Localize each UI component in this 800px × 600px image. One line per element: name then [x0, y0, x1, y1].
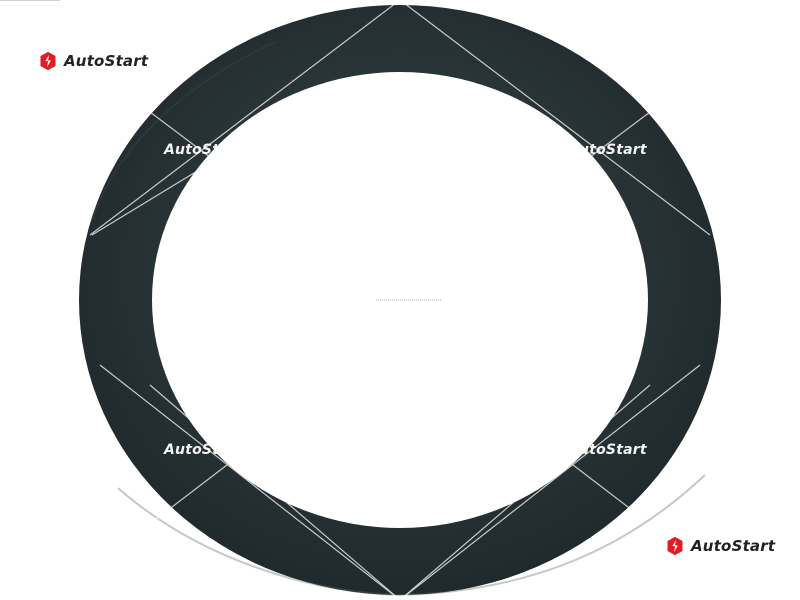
top-left-marker	[0, 0, 60, 6]
logo-text: AutoStart	[691, 536, 776, 555]
watermark-text: AutoStart	[568, 442, 647, 458]
watermark-text: AutoStart	[568, 142, 647, 158]
watermark-text: AutoStart	[164, 442, 243, 458]
red-hexagon-bolt-icon	[667, 536, 683, 556]
autostart-logo: AutoStart	[665, 536, 775, 556]
watermark-text: AutoStart	[164, 142, 243, 158]
red-hexagon-bolt-icon	[40, 51, 56, 71]
autostart-logo: AutoStart	[38, 51, 148, 71]
center-mark	[376, 299, 442, 301]
logo-text: AutoStart	[64, 51, 149, 70]
